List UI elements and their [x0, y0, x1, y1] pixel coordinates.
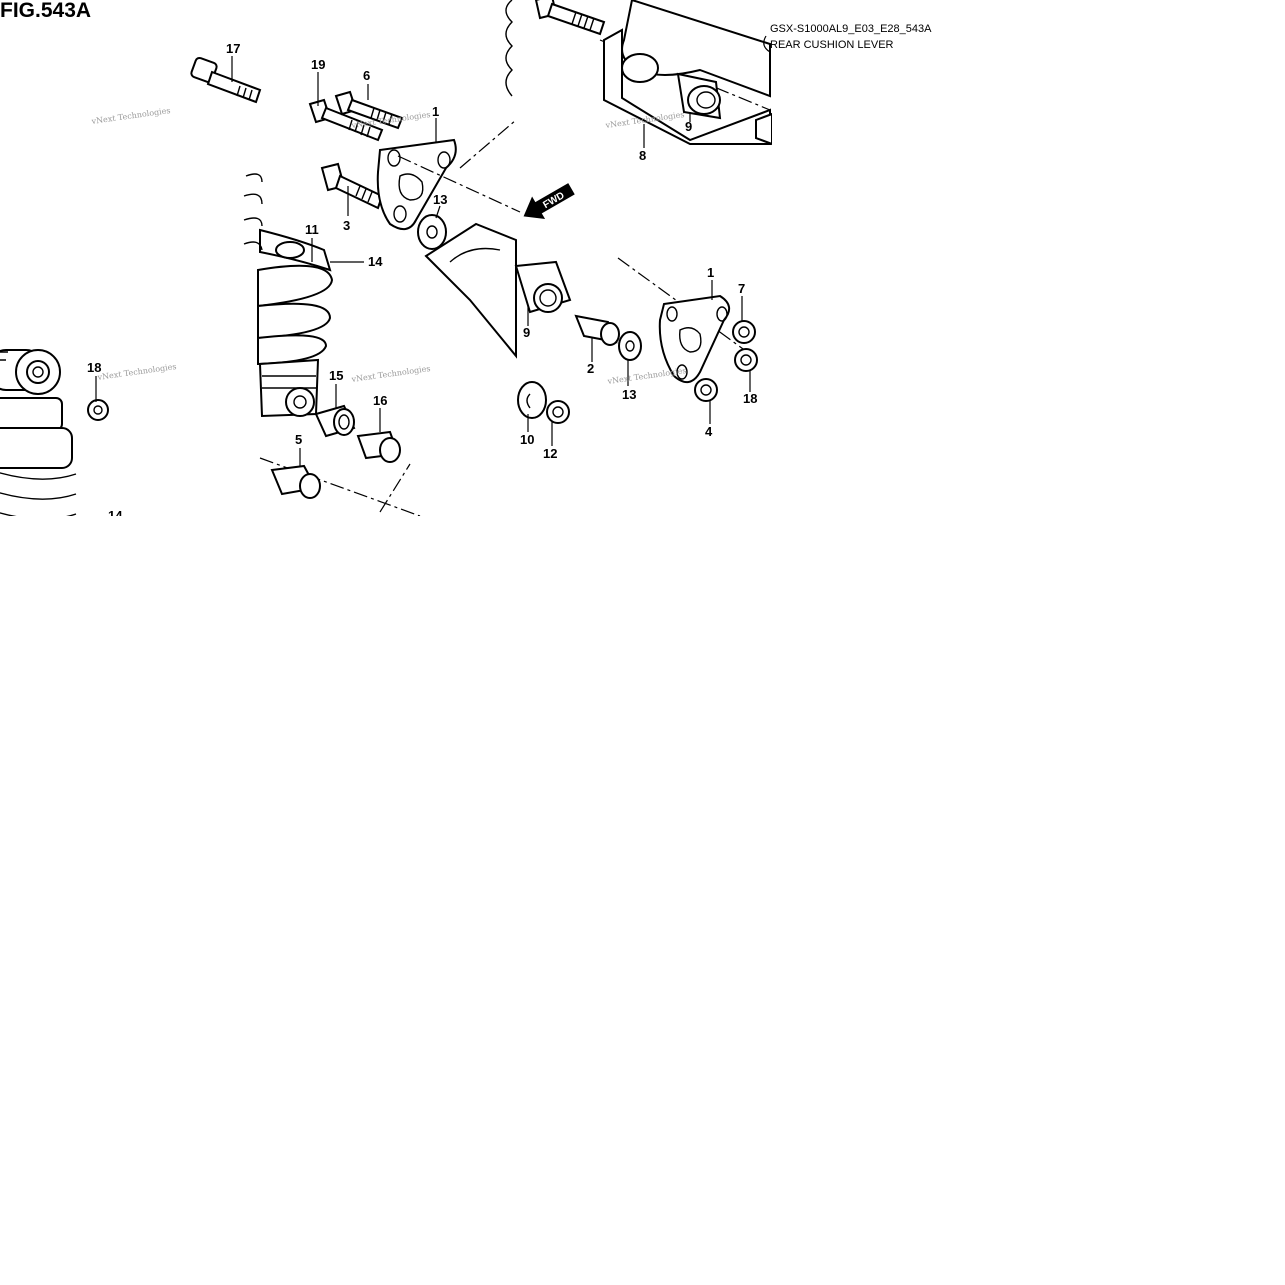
callout: 16 [373, 393, 387, 408]
callout: 11 [305, 222, 319, 237]
plate-1-lower [658, 294, 731, 383]
callout: 18 [87, 360, 101, 375]
nut-4 [694, 378, 718, 402]
callout: 17 [226, 41, 240, 56]
washer-10 [517, 381, 547, 419]
fwd-arrow: FWD [523, 183, 575, 220]
washer-13-lower [618, 331, 642, 361]
nut-12 [546, 400, 570, 424]
callout: 13 [622, 387, 636, 402]
watermark: vNext Technologies [96, 362, 177, 382]
bushing-5 [270, 464, 321, 499]
bolt-19 [308, 98, 384, 142]
bushing-15 [314, 404, 356, 438]
callout-numbers: 17 19 6 1 3 13 11 14 9 8 18 15 16 5 9 2 … [87, 41, 757, 523]
callout: 14 [108, 508, 123, 523]
callout: 2 [587, 361, 594, 376]
callout: 8 [639, 148, 646, 163]
callout: 7 [738, 281, 745, 296]
callout: 13 [433, 192, 447, 207]
nut-18-right [734, 348, 758, 372]
artwork: FWD [0, 0, 772, 516]
callout: 4 [705, 424, 713, 439]
callout: 1 [707, 265, 714, 280]
callout: 1 [432, 104, 439, 119]
bolt-6 [334, 90, 404, 130]
figure-title: FIG.543A [0, 0, 91, 22]
lever-bracket-lower [424, 222, 572, 359]
callout: 12 [543, 446, 557, 461]
reference-code: GSX-S1000AL9_E03_E28_543A [770, 23, 932, 35]
fwd-label: FWD [541, 190, 566, 211]
callout: 19 [311, 57, 325, 72]
callout: 14 [368, 254, 383, 269]
watermark: vNext Technologies [606, 366, 687, 386]
spring-stub-left [243, 173, 263, 251]
bolt-3 [320, 162, 384, 210]
callout: 5 [295, 432, 302, 447]
bolt-17 [190, 56, 262, 104]
bushing-2 [574, 314, 620, 346]
plate-1-upper [376, 138, 457, 231]
spring-edge-top [505, 0, 513, 97]
axis-line [459, 119, 517, 169]
axis-line [397, 155, 521, 213]
callout: 10 [520, 432, 534, 447]
callout: 9 [523, 325, 530, 340]
bushing-16 [356, 430, 401, 463]
callout: 18 [743, 391, 757, 406]
leader-lines [95, 35, 771, 466]
rear-shock-lower-left [0, 349, 77, 516]
callout: 9 [685, 119, 692, 134]
watermark: vNext Technologies [90, 106, 171, 126]
nut-7 [732, 320, 756, 344]
section-name: REAR CUSHION LEVER [770, 39, 894, 51]
cushion-lever-top [534, 0, 772, 146]
nut-18-left [87, 399, 109, 421]
callout: 3 [343, 218, 350, 233]
washer-13-upper [417, 214, 447, 250]
axis-line [379, 463, 411, 513]
callout: 15 [329, 368, 343, 383]
callout: 6 [363, 68, 370, 83]
